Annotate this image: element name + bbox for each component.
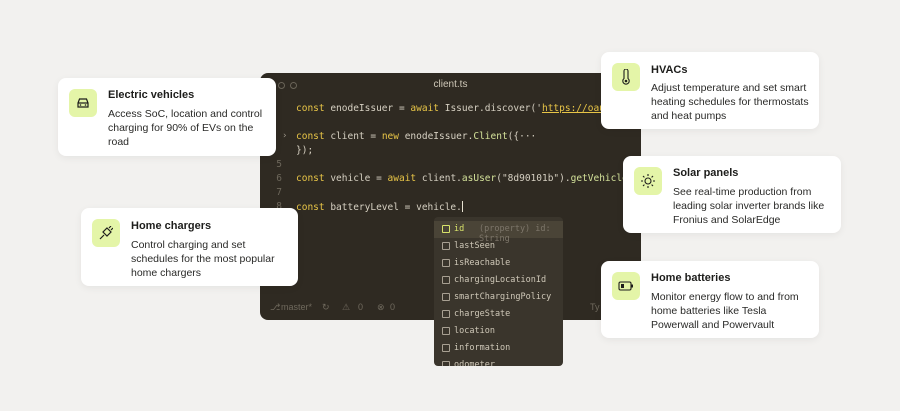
autocomplete-item-label: location xyxy=(454,326,495,336)
autocomplete-item-label: lastSeen xyxy=(454,241,495,251)
card-home-chargers: Home chargers Control charging and set s… xyxy=(81,208,298,286)
line-number: 6 xyxy=(276,173,282,184)
problems-count: 0 xyxy=(390,302,396,312)
card-title: Home chargers xyxy=(131,220,212,232)
line-number: 8 xyxy=(276,201,282,212)
fold-chevron-icon[interactable]: › xyxy=(282,131,288,141)
autocomplete-item-label: isReachable xyxy=(454,258,511,268)
plug-icon xyxy=(92,219,120,247)
autocomplete-item[interactable]: chargingLocationId xyxy=(434,272,563,289)
autocomplete-item-detail: (property) id: String xyxy=(479,224,551,244)
property-icon xyxy=(442,242,450,250)
card-electric-vehicles: Electric vehicles Access SoC, location a… xyxy=(58,78,276,156)
battery-icon xyxy=(612,272,640,300)
property-icon xyxy=(442,225,450,233)
sun-icon xyxy=(634,167,662,195)
property-icon xyxy=(442,361,450,366)
autocomplete-item-label: smartChargingPolicy xyxy=(454,292,552,302)
window-control-dot[interactable] xyxy=(278,82,285,89)
autocomplete-item-label: chargeState xyxy=(454,309,511,319)
code-text: }); xyxy=(296,145,314,156)
code-text: const client = new enodeIssuer.Client({·… xyxy=(296,131,537,142)
card-title: Electric vehicles xyxy=(108,89,195,101)
autocomplete-item-label: chargingLocationId xyxy=(454,275,547,285)
card-description: See real-time production from leading so… xyxy=(673,186,825,226)
line-number: 7 xyxy=(276,187,282,198)
property-icon xyxy=(442,310,450,318)
warning-icon[interactable]: ⚠ xyxy=(342,302,351,312)
branch-name[interactable]: master* xyxy=(281,302,313,312)
autocomplete-item[interactable]: information xyxy=(434,340,563,357)
autocomplete-item[interactable]: chargeState xyxy=(434,306,563,323)
language-label[interactable]: Ty xyxy=(590,302,600,312)
editor-filename: client.ts xyxy=(433,79,468,90)
autocomplete-item[interactable]: id (property) id: String xyxy=(434,221,563,244)
error-icon[interactable]: ⊗ xyxy=(377,302,385,312)
code-text: const vehicle = await client.asUser("8d9… xyxy=(296,173,641,184)
property-icon xyxy=(442,344,450,352)
autocomplete-item-label: information xyxy=(454,343,511,353)
autocomplete-item[interactable]: location xyxy=(434,323,563,340)
autocomplete-item[interactable]: isReachable xyxy=(434,255,563,272)
card-description: Access SoC, location and control chargin… xyxy=(108,108,263,148)
property-icon xyxy=(442,293,450,301)
sync-icon[interactable]: ↻ xyxy=(322,302,330,312)
card-solar-panels: Solar panels See real-time production fr… xyxy=(623,156,841,233)
code-text: const batteryLevel = vehicle. xyxy=(296,201,463,213)
autocomplete-item-label: id xyxy=(454,224,465,234)
property-icon xyxy=(442,259,450,267)
card-home-batteries: Home batteries Monitor energy flow to an… xyxy=(601,261,819,338)
autocomplete-item[interactable]: lastSeen xyxy=(434,238,563,255)
property-icon xyxy=(442,327,450,335)
card-description: Control charging and set schedules for t… xyxy=(131,239,275,279)
property-icon xyxy=(442,276,450,284)
code-text: const enodeIssuer = await Issuer.discove… xyxy=(296,103,641,114)
line-number: 5 xyxy=(276,159,282,170)
text-caret xyxy=(461,201,463,212)
card-description: Monitor energy flow to and from home bat… xyxy=(651,291,799,331)
autocomplete-item[interactable]: smartChargingPolicy xyxy=(434,289,563,306)
autocomplete-item[interactable]: odometer xyxy=(434,357,563,366)
editor-titlebar: client.ts xyxy=(260,73,641,97)
branch-icon: ⎇ xyxy=(270,302,281,312)
card-title: Home batteries xyxy=(651,272,731,284)
card-title: Solar panels xyxy=(673,167,739,179)
car-icon xyxy=(69,89,97,117)
thermometer-icon xyxy=(612,63,640,91)
window-control-dot[interactable] xyxy=(290,82,297,89)
errors-count: 0 xyxy=(358,302,364,312)
card-hvacs: HVACs Adjust temperature and set smart h… xyxy=(601,52,819,129)
autocomplete-item-label: odometer xyxy=(454,360,495,366)
editor-statusbar: ⎇ master* ↻ ⚠ 0 ⊗ 0 Ty xyxy=(260,294,641,320)
card-title: HVACs xyxy=(651,64,688,76)
card-description: Adjust temperature and set smart heating… xyxy=(651,82,809,122)
